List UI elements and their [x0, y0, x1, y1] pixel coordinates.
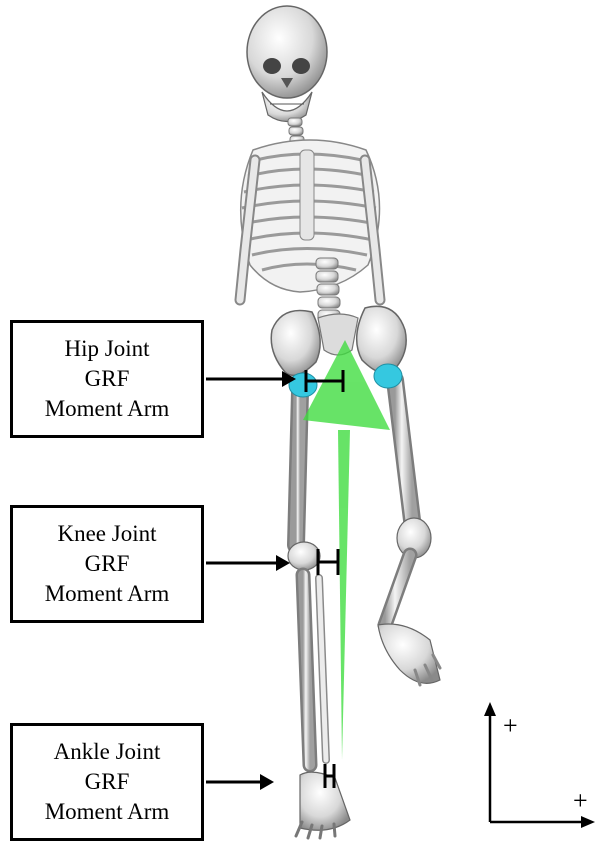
hip-label-line2: GRF — [85, 364, 130, 394]
knee-pointer-arrow — [206, 555, 290, 571]
ankle-pointer-arrow — [206, 774, 274, 790]
knee-label-line2: GRF — [85, 549, 130, 579]
ankle-label-line3: Moment Arm — [45, 797, 170, 827]
knee-label-line3: Moment Arm — [45, 579, 170, 609]
horizontal-axis-plus-sign: + — [573, 788, 588, 814]
ankle-label-line1: Ankle Joint — [54, 737, 161, 767]
hip-label-line3: Moment Arm — [45, 394, 170, 424]
hip-label-line1: Hip Joint — [65, 334, 150, 364]
knee-moment-arm-marker — [318, 549, 338, 575]
ankle-label-line2: GRF — [85, 767, 130, 797]
lumbar-spine — [316, 258, 340, 321]
ankle-label-box: Ankle Joint GRF Moment Arm — [10, 723, 204, 841]
knee-label-box: Knee Joint GRF Moment Arm — [10, 505, 204, 623]
left-arm — [240, 160, 255, 300]
hip-label-box: Hip Joint GRF Moment Arm — [10, 320, 204, 438]
hip-pointer-arrow — [206, 371, 296, 387]
knee-label-line1: Knee Joint — [57, 519, 156, 549]
vertical-axis-plus-sign: + — [503, 713, 518, 739]
right-arm — [365, 160, 380, 300]
skull — [247, 6, 327, 122]
rib-cage — [241, 140, 380, 292]
